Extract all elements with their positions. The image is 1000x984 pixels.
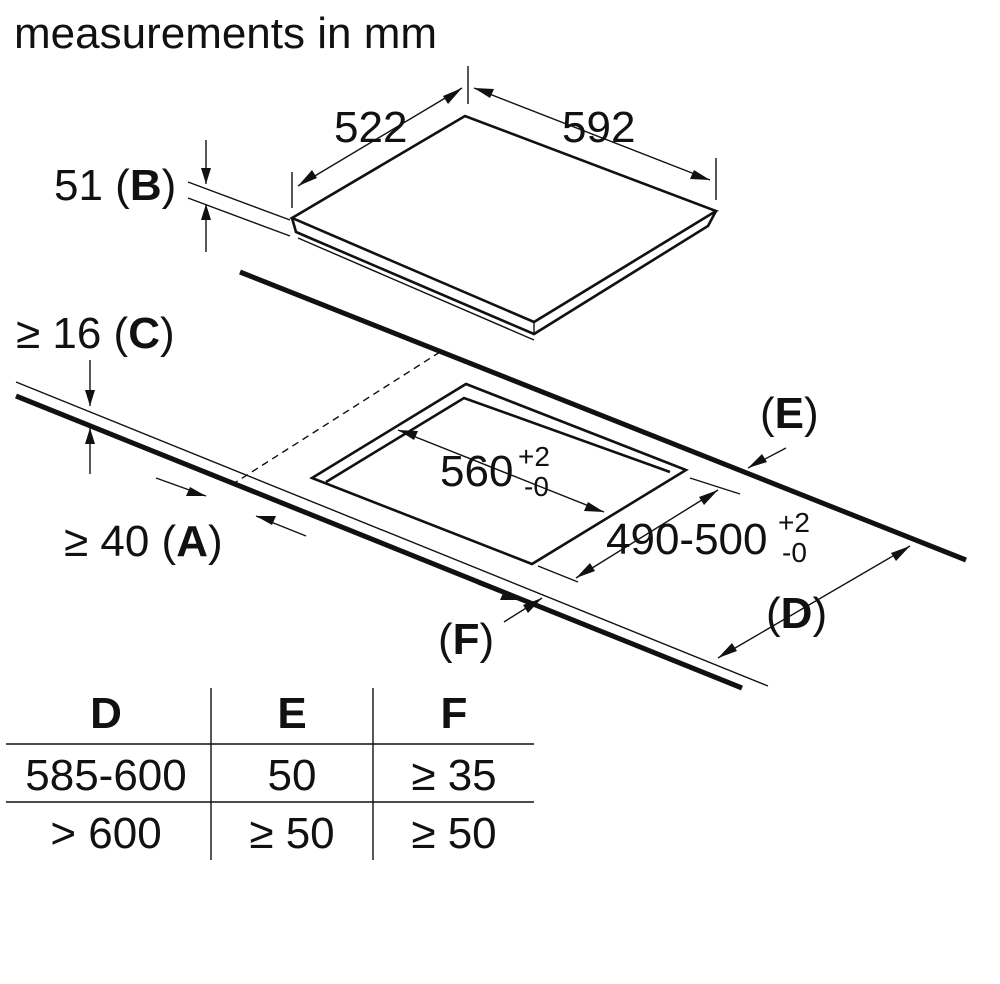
cutout-width-dimension: [397, 429, 605, 513]
worktop-front-edge: [15, 381, 769, 691]
table-header-e: E: [277, 689, 306, 738]
worktop-cutout: [309, 382, 689, 566]
rear-clearance-arrow: [747, 447, 787, 469]
units-caption: measurements in mm: [14, 9, 437, 58]
rear-clearance-label: (E): [760, 389, 819, 438]
table-cell: > 600: [50, 809, 161, 858]
cutout-depth-tol-minus: -0: [782, 537, 807, 568]
side-clearance-label: (F): [438, 615, 494, 664]
table-cell: ≥ 50: [249, 809, 334, 858]
front-clearance-label: ≥ 40 (A): [64, 517, 223, 566]
worktop-rear-edge: [239, 269, 967, 563]
cutout-width-label: 560: [440, 447, 513, 496]
hob-height-label: 51 (B): [54, 161, 176, 210]
clearance-table: D E F 585-600 50 ≥ 35 > 600 ≥ 50 ≥ 50: [6, 688, 534, 860]
worktop-depth-dimension: [717, 545, 911, 659]
hob-depth-dimension: [291, 66, 469, 208]
hob-depth-label: 522: [334, 103, 407, 152]
projection-dashed-line: [235, 351, 441, 483]
worktop-thickness-label: ≥ 16 (C): [16, 309, 175, 358]
cutout-depth-label: 490-500: [606, 515, 767, 564]
table-cell: ≥ 35: [411, 751, 496, 800]
hob-width-label: 592: [562, 103, 635, 152]
cutout-width-tol-plus: +2: [518, 441, 550, 472]
table-header-d: D: [90, 689, 122, 738]
hob-height-dimension: [187, 140, 291, 252]
table-cell: 50: [268, 751, 317, 800]
table-header-f: F: [441, 689, 468, 738]
hob-outline: [289, 114, 719, 341]
cutout-depth-dimension: [537, 477, 741, 583]
table-cell: ≥ 50: [411, 809, 496, 858]
table-cell: 585-600: [25, 751, 186, 800]
cutout-width-tol-minus: -0: [524, 471, 549, 502]
side-clearance-arrows: [477, 583, 543, 623]
hob-width-dimension: [473, 87, 717, 200]
front-clearance-dimension: [155, 477, 307, 537]
cutout-depth-tol-plus: +2: [778, 507, 810, 538]
worktop-depth-label: (D): [766, 589, 827, 638]
worktop-thickness-dimension: [85, 360, 95, 474]
